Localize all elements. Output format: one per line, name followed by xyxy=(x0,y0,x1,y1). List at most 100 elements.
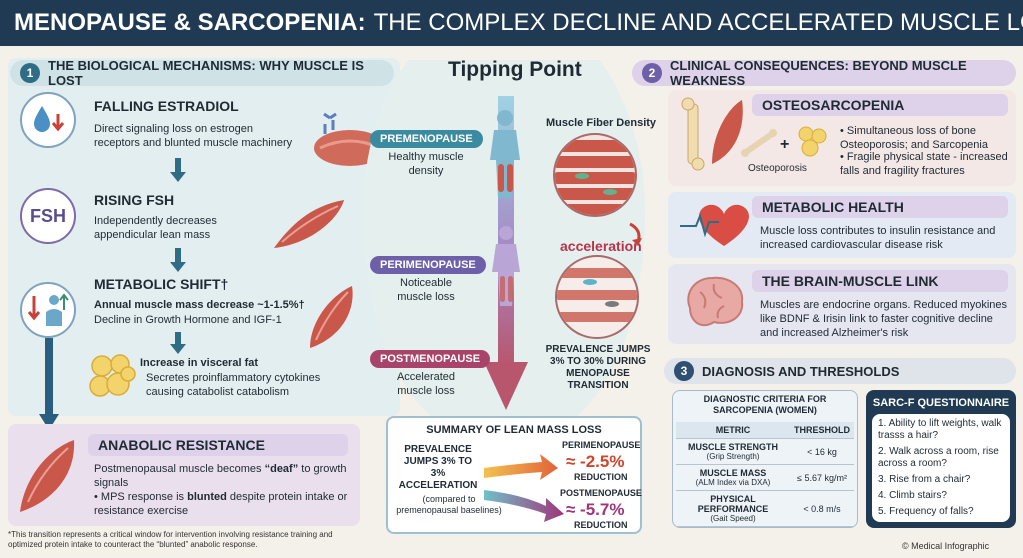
summary-post-sub: REDUCTION xyxy=(574,520,628,530)
prevalence-text: PREVALENCE JUMPS 3% TO 30% DURING MENOPA… xyxy=(545,344,651,391)
threshold-cell: ≤ 5.67 kg/m² xyxy=(790,464,854,491)
sarc-item: 4. Climb stairs? xyxy=(878,490,947,501)
down-arrow-icon xyxy=(170,332,186,354)
fsh-text: Independently decreases appendicular lea… xyxy=(94,215,217,241)
title-bold: MENOPAUSE & SARCOPENIA: xyxy=(14,9,366,36)
drop-icon xyxy=(20,92,76,148)
sarc-inner xyxy=(872,414,1010,522)
metabolic-title: METABOLIC SHIFT† xyxy=(94,276,229,292)
stage-label-postmenopause: POSTMENOPAUSE xyxy=(370,350,491,368)
table-row: MUSCLE STRENGTH(Grip Strength) < 16 kg xyxy=(676,438,854,465)
fat-cells-icon xyxy=(798,126,827,157)
brain-text: Muscles are endocrine organs. Reduced my… xyxy=(760,299,1008,339)
metric-sub: (Gait Speed) xyxy=(710,514,756,523)
section1-heading-text: THE BIOLOGICAL MECHANISMS: WHY MUSCLE IS… xyxy=(48,58,364,88)
section1-number: 1 xyxy=(20,63,40,83)
anabolic-text: Postmenopausal muscle becomes “deaf” to … xyxy=(94,462,356,490)
section2-heading: 2 CLINICAL CONSEQUENCES: BEYOND MUSCLE W… xyxy=(632,58,1016,88)
summary-panel xyxy=(386,416,642,534)
anabolic-title: ANABOLIC RESISTANCE xyxy=(88,434,348,456)
heart-icon xyxy=(680,204,749,246)
tipping-point-heading: Tipping Point xyxy=(448,58,582,81)
fsh-icon: FSH xyxy=(20,188,76,244)
section2-heading-text: CLINICAL CONSEQUENCES: BEYOND MUSCLE WEA… xyxy=(670,58,967,88)
anabolic-bullet: • MPS response is blunted despite protei… xyxy=(94,490,356,518)
anabolic-bullet-a: • MPS response is xyxy=(94,491,188,503)
summary-post-value: ≈ -5.7% xyxy=(566,500,625,519)
fiber-circle-healthy xyxy=(553,133,637,217)
fiber-density-label: Muscle Fiber Density xyxy=(546,117,657,129)
summary-peri-sub: REDUCTION xyxy=(574,472,628,482)
estradiol-title: FALLING ESTRADIOL xyxy=(94,98,239,114)
metabolic-health-text: Muscle loss contributes to insulin resis… xyxy=(760,225,996,251)
muscle-icon xyxy=(20,440,75,512)
sarc-list: 1. Ability to lift weights, walk trasss … xyxy=(878,418,1008,518)
sarc-item: 3. Rise from a chair? xyxy=(878,474,971,485)
sarc-item: 5. Frequency of falls? xyxy=(878,506,974,517)
down-arrow-icon xyxy=(170,158,186,182)
summary-title: SUMMARY OF LEAN MASS LOSS xyxy=(426,424,602,436)
section3-heading-text: DIAGNOSIS AND THRESHOLDS xyxy=(702,363,900,379)
table-header-row: METRIC THRESHOLD xyxy=(676,422,854,439)
metric-sub: (Grip Strength) xyxy=(706,452,760,461)
section3-number: 3 xyxy=(674,361,694,381)
bone-muscle-icon xyxy=(681,97,743,171)
diagnostic-table: METRIC THRESHOLD MUSCLE STRENGTH(Grip St… xyxy=(676,422,854,527)
threshold-cell: < 0.8 m/s xyxy=(790,490,854,527)
sarc-item: 1. Ability to lift weights, walk trasss … xyxy=(878,418,1002,441)
anabolic-text-a: Postmenopausal muscle becomes xyxy=(94,463,265,475)
visceral-text: Secretes proinflammatory cytokines causi… xyxy=(146,372,321,398)
anabolic-text-b: “deaf” xyxy=(264,463,299,475)
title-rest: THE COMPLEX DECLINE AND ACCELERATED MUSC… xyxy=(373,9,1023,36)
metabolic-shift-icon xyxy=(20,282,76,338)
stage-desc-premenopause: Healthy muscle density xyxy=(388,151,464,177)
threshold-cell: < 16 kg xyxy=(790,438,854,465)
visceral-title: Increase in visceral fat xyxy=(140,357,259,369)
long-down-arrow-icon xyxy=(39,338,59,430)
summary-arrows xyxy=(484,454,564,522)
metric-name: PHYSICAL PERFORMANCE xyxy=(697,494,769,514)
metabolic-health-title: METABOLIC HEALTH xyxy=(752,196,1008,218)
osteo-b1: • Simultaneous loss of bone Osteoporosis… xyxy=(840,125,988,151)
anabolic-text-c: to growth signals xyxy=(94,463,347,489)
fat-cells-icon xyxy=(89,354,136,397)
summary-post-label: POSTMENOPAUSE xyxy=(560,488,642,498)
summary-left: PREVALENCE JUMPS 3% TO 3% ACCELERATION xyxy=(398,444,478,491)
stage-label-perimenopause: PERIMENOPAUSE xyxy=(370,256,486,274)
estradiol-text: Direct signaling loss on estrogen recept… xyxy=(94,123,293,149)
stage-label-premenopause: PREMENOPAUSE xyxy=(370,130,483,148)
metric-cell: MUSCLE STRENGTH(Grip Strength) xyxy=(676,438,790,465)
acceleration-label: acceleration xyxy=(560,238,642,254)
section2-number: 2 xyxy=(642,63,662,83)
plus-icon: + xyxy=(780,136,790,153)
section1-heading: 1 THE BIOLOGICAL MECHANISMS: WHY MUSCLE … xyxy=(10,58,394,88)
osteo-b2: • Fragile physical state - increased fal… xyxy=(840,151,1008,177)
fsh-title: RISING FSH xyxy=(94,192,175,208)
woman-figure-peri xyxy=(492,226,520,306)
stage-desc-perimenopause: Noticeable muscle loss xyxy=(397,277,455,303)
col-threshold: THRESHOLD xyxy=(790,422,854,439)
stage-desc-postmenopause: Accelerated muscle loss xyxy=(396,371,456,397)
metric-cell: MUSCLE MASS(ALM Index via DXA) xyxy=(676,464,790,491)
metric-sub: (ALM Index via DXA) xyxy=(695,478,771,487)
brain-icon xyxy=(687,276,744,327)
muscle-icon xyxy=(310,286,353,348)
summary-peri-label: PERIMENOPAUSE xyxy=(562,440,641,450)
table-row: MUSCLE MASS(ALM Index via DXA) ≤ 5.67 kg… xyxy=(676,464,854,491)
metabolic-text: Decline in Growth Hormone and IGF-1 xyxy=(94,314,282,326)
woman-figure-healthy xyxy=(490,110,520,198)
acceleration-arrow-icon xyxy=(629,222,642,246)
footnote: *This transition represents a critical w… xyxy=(8,530,333,549)
summary-note: (compared to premenopausal baselines) xyxy=(396,494,502,515)
fiber-circle-loss xyxy=(555,255,639,339)
anabolic-bullet-c: despite protein intake or resistance exe… xyxy=(94,491,348,517)
title-bar: MENOPAUSE & SARCOPENIA: THE COMPLEX DECL… xyxy=(0,0,1023,46)
summary-peri-value: ≈ -2.5% xyxy=(566,452,625,471)
sarc-item: 2. Walk across a room, rise across a roo… xyxy=(878,446,999,469)
metabolic-bold-text: Annual muscle mass decrease ~1-1.5%† xyxy=(94,299,305,311)
brain-title: THE BRAIN-MUSCLE LINK xyxy=(752,270,1008,292)
table-row: PHYSICAL PERFORMANCE(Gait Speed) < 0.8 m… xyxy=(676,490,854,527)
metric-name: MUSCLE MASS xyxy=(699,468,767,478)
sarc-title: SARC-F QUESTIONNAIRE xyxy=(872,397,1010,409)
osteo-title: OSTEOSARCOPENIA xyxy=(752,94,1008,116)
